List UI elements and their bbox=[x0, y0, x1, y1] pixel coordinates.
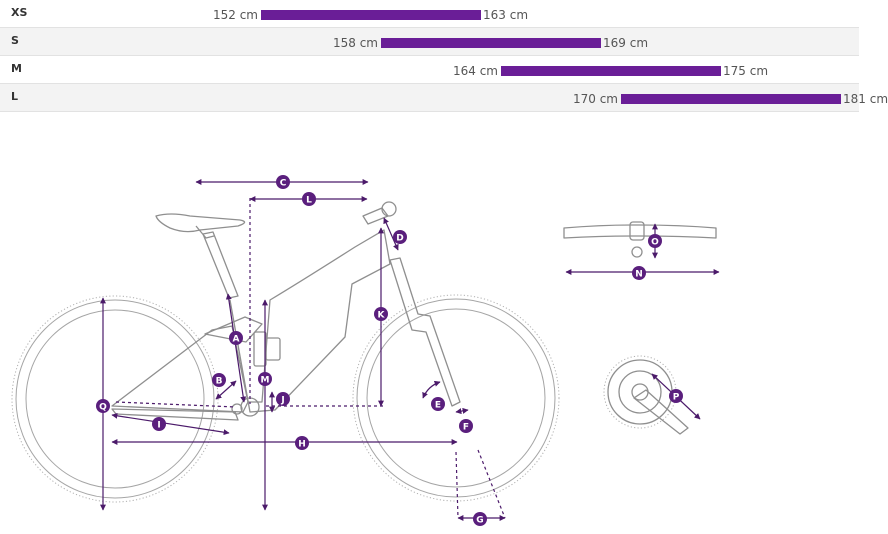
range-high-label: 163 cm bbox=[483, 8, 529, 22]
range-bar bbox=[381, 38, 601, 48]
dimension-label-e: E bbox=[431, 397, 445, 411]
dimension-label-d: D bbox=[393, 230, 407, 244]
size-row-s: S 158 cm 169 cm bbox=[0, 28, 859, 56]
size-row-xs: XS 152 cm 163 cm bbox=[0, 0, 859, 28]
range-high-label: 181 cm bbox=[843, 92, 888, 106]
range-bar bbox=[621, 94, 841, 104]
dimension-label-n: N bbox=[632, 266, 646, 280]
svg-text:A: A bbox=[233, 335, 240, 345]
svg-text:J: J bbox=[280, 396, 284, 406]
svg-text:G: G bbox=[476, 516, 483, 526]
dimension-label-l: L bbox=[302, 192, 316, 206]
dimension-label-i: I bbox=[152, 417, 166, 431]
svg-text:D: D bbox=[396, 234, 403, 244]
size-row-l: L 170 cm 181 cm bbox=[0, 84, 888, 112]
size-label: XS bbox=[11, 6, 28, 19]
range-low-label: 164 cm bbox=[452, 64, 498, 78]
range-low-label: 170 cm bbox=[572, 92, 618, 106]
svg-text:H: H bbox=[298, 440, 306, 450]
dimension-label-a: A bbox=[229, 331, 243, 345]
size-label: M bbox=[11, 62, 22, 75]
svg-text:C: C bbox=[280, 179, 287, 189]
dimension-label-q: Q bbox=[96, 399, 110, 413]
dimension-label-o: O bbox=[648, 234, 662, 248]
range-bar bbox=[261, 10, 481, 20]
bike-geometry-diagram: A B C D E F G H I J K L M N O P Q bbox=[11, 175, 720, 526]
range-bar bbox=[501, 66, 721, 76]
dimension-label-g: G bbox=[473, 512, 487, 526]
svg-text:Q: Q bbox=[99, 403, 107, 413]
range-high-label: 175 cm bbox=[723, 64, 769, 78]
svg-text:B: B bbox=[216, 377, 223, 387]
range-low-label: 158 cm bbox=[332, 36, 378, 50]
svg-text:P: P bbox=[673, 393, 680, 403]
range-high-label: 169 cm bbox=[603, 36, 649, 50]
svg-text:M: M bbox=[261, 376, 270, 386]
dimension-label-j: J bbox=[276, 392, 290, 406]
front-wheel bbox=[352, 294, 560, 502]
dimension-label-b: B bbox=[212, 373, 226, 387]
dimension-label-f: F bbox=[459, 419, 473, 433]
dimension-label-p: P bbox=[669, 389, 683, 403]
size-label: S bbox=[11, 34, 19, 47]
range-low-label: 152 cm bbox=[212, 8, 258, 22]
rear-wheel bbox=[11, 295, 219, 503]
dimension-label-m: M bbox=[258, 372, 272, 386]
svg-text:F: F bbox=[463, 423, 469, 433]
handlebar-drawing bbox=[563, 221, 717, 258]
svg-text:O: O bbox=[651, 238, 659, 248]
svg-text:L: L bbox=[306, 196, 312, 206]
svg-text:K: K bbox=[378, 311, 386, 321]
svg-text:N: N bbox=[635, 270, 643, 280]
dimension-label-c: C bbox=[276, 175, 290, 189]
svg-text:I: I bbox=[157, 421, 160, 431]
dimension-label-k: K bbox=[374, 307, 388, 321]
svg-text:E: E bbox=[435, 401, 441, 411]
size-row-m: M 164 cm 175 cm bbox=[0, 56, 859, 84]
dimension-label-h: H bbox=[295, 436, 309, 450]
size-chart: XS 152 cm 163 cm S 158 cm 169 cm M 164 c… bbox=[0, 0, 888, 112]
size-label: L bbox=[11, 90, 19, 103]
